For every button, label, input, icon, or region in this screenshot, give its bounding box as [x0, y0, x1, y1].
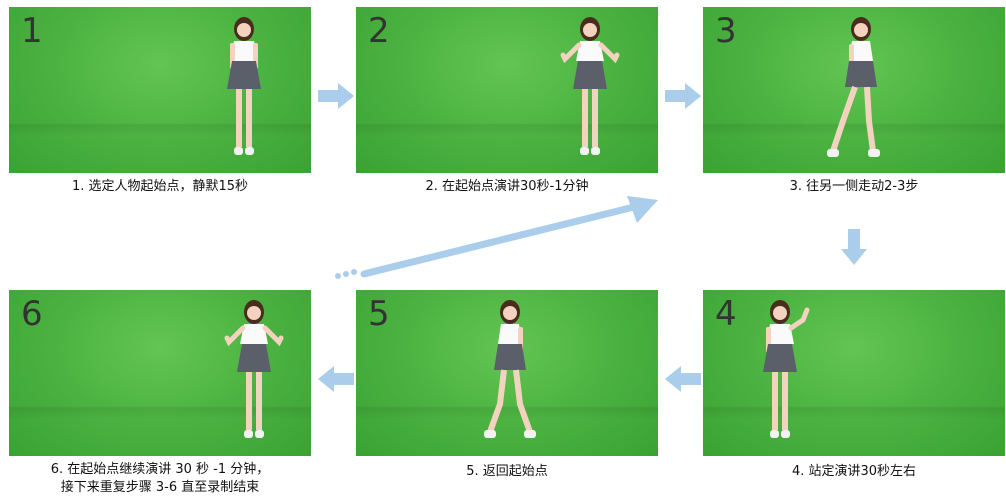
step-1-caption: 1. 选定人物起始点，静默15秒	[71, 179, 249, 194]
step-3-caption: 3. 往另一侧走动2-3步	[789, 179, 919, 194]
step-2-caption: 2. 在起始点演讲30秒-1分钟	[425, 179, 589, 194]
step-2-number: 2	[368, 11, 390, 51]
person-figure	[560, 17, 620, 155]
step-6-number: 6	[21, 294, 43, 334]
repeat-arrow-icon	[335, 196, 658, 279]
step-6-caption-line-1: 6. 在起始点继续演讲 30 秒 -1 分钟，	[50, 462, 270, 477]
arrow-down-icon	[841, 229, 867, 265]
step-4-photo: 4	[703, 290, 1005, 456]
step-2-photo: 2	[356, 7, 658, 173]
step-5-photo: 5	[356, 290, 658, 456]
arrow-left-icon	[318, 366, 354, 392]
step-6-caption-line-2: 接下来重复步骤 3-6 直至录制结束	[60, 480, 260, 495]
person-figure	[763, 300, 810, 438]
step-3-number: 3	[715, 11, 737, 51]
person-figure	[827, 17, 880, 157]
step-5-number: 5	[368, 294, 390, 334]
person-figure	[484, 300, 536, 438]
step-1-photo: 1	[9, 7, 311, 173]
step-6-photo: 6	[9, 290, 311, 456]
arrow-right-icon	[318, 83, 354, 109]
step-3-photo: 3	[703, 7, 1005, 173]
step-1-number: 1	[21, 11, 43, 51]
step-4-number: 4	[715, 294, 737, 334]
step-4-caption: 4. 站定演讲30秒左右	[791, 464, 917, 479]
step-5-caption: 5. 返回起始点	[466, 464, 548, 479]
person-figure	[224, 300, 284, 438]
person-figure	[227, 17, 261, 155]
step-6-caption: 6. 在起始点继续演讲 30 秒 -1 分钟， 接下来重复步骤 3-6 直至录制…	[9, 461, 311, 497]
arrow-left-icon	[665, 366, 701, 392]
arrow-right-icon	[665, 83, 701, 109]
